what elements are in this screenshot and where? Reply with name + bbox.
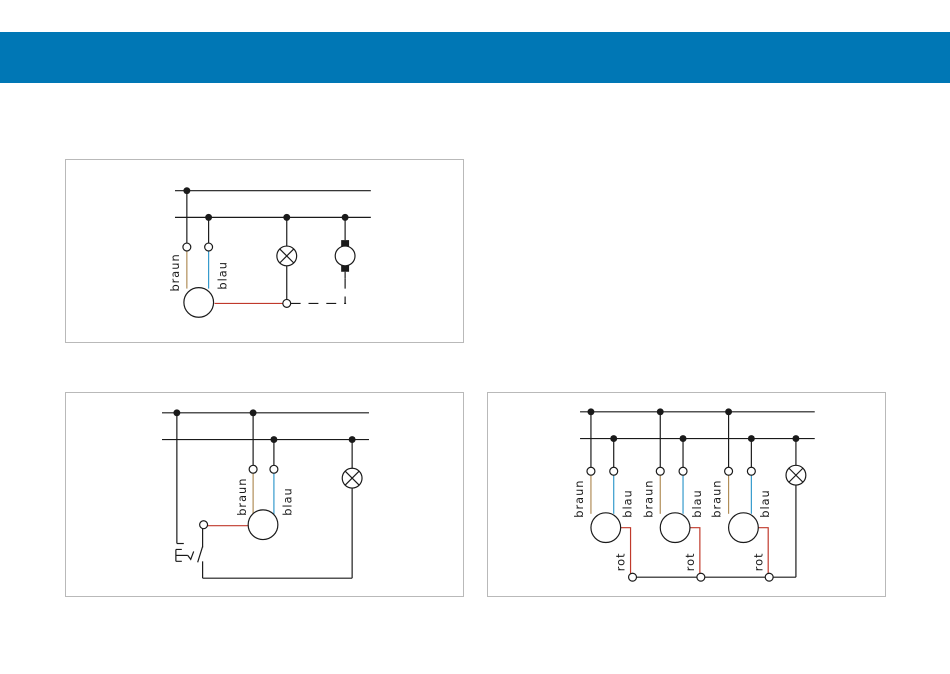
terminal <box>587 467 595 475</box>
terminal <box>270 465 278 473</box>
diagram-panel-detector-lamp-motor: braun blau <box>65 159 464 343</box>
junction-dot <box>587 408 594 415</box>
junction-dot <box>205 214 212 221</box>
junction-dot <box>250 409 257 416</box>
label-blau: blau <box>215 261 229 289</box>
label-braun: braun <box>572 480 586 518</box>
junction-dot <box>349 436 356 443</box>
label-braun: braun <box>710 480 724 518</box>
terminal <box>283 299 291 307</box>
detector-group: braun blau rot <box>572 408 635 577</box>
junction-dot <box>680 435 687 442</box>
label-blau: blau <box>690 489 704 518</box>
terminal <box>249 465 257 473</box>
terminal <box>679 467 687 475</box>
detector-group: braun blau rot <box>710 408 773 577</box>
lamp-icon <box>786 465 806 485</box>
junction-dot <box>610 435 617 442</box>
junction-dot <box>183 187 190 194</box>
label-braun: braun <box>168 253 182 291</box>
terminal <box>200 521 208 529</box>
header-bar <box>0 32 950 83</box>
junction-dot <box>748 435 755 442</box>
terminal <box>656 467 664 475</box>
label-blau: blau <box>758 489 772 518</box>
junction-dot <box>725 408 732 415</box>
wiring-diagram-3: braun blau rot braun blau rot braun blau rot <box>488 393 885 596</box>
terminal <box>697 573 705 581</box>
label-rot: rot <box>614 552 628 571</box>
motor-icon <box>335 240 355 272</box>
terminal <box>610 467 618 475</box>
label-blau: blau <box>281 487 295 516</box>
wiring-diagram-1: braun blau <box>66 160 463 342</box>
detector-icon <box>184 288 214 318</box>
junction-dot <box>657 408 664 415</box>
terminal <box>747 467 755 475</box>
label-rot: rot <box>683 552 697 571</box>
pushbutton-switch-icon <box>176 546 203 562</box>
junction-dot <box>792 435 799 442</box>
junction-dot <box>342 214 349 221</box>
diagram-panel-three-detectors-lamp: braun blau rot braun blau rot braun blau rot <box>487 392 886 597</box>
detector-group: braun blau rot <box>641 408 704 577</box>
detector-icon <box>729 513 759 543</box>
lamp-icon <box>342 468 362 488</box>
label-rot: rot <box>751 552 765 571</box>
detector-icon <box>591 513 621 543</box>
terminal <box>205 243 213 251</box>
terminal <box>629 573 637 581</box>
diagram-panel-detector-switch-lamp: braun blau <box>65 392 464 597</box>
lamp-icon <box>277 246 297 266</box>
label-braun: braun <box>235 478 249 516</box>
junction-dot <box>283 214 290 221</box>
label-blau: blau <box>621 489 635 518</box>
terminal <box>183 243 191 251</box>
label-braun: braun <box>641 480 655 518</box>
wiring-diagram-2: braun blau <box>66 393 463 596</box>
junction-dot <box>270 436 277 443</box>
junction-dot <box>173 409 180 416</box>
terminal <box>725 467 733 475</box>
terminal <box>765 573 773 581</box>
detector-icon <box>248 510 278 540</box>
detector-icon <box>660 513 690 543</box>
